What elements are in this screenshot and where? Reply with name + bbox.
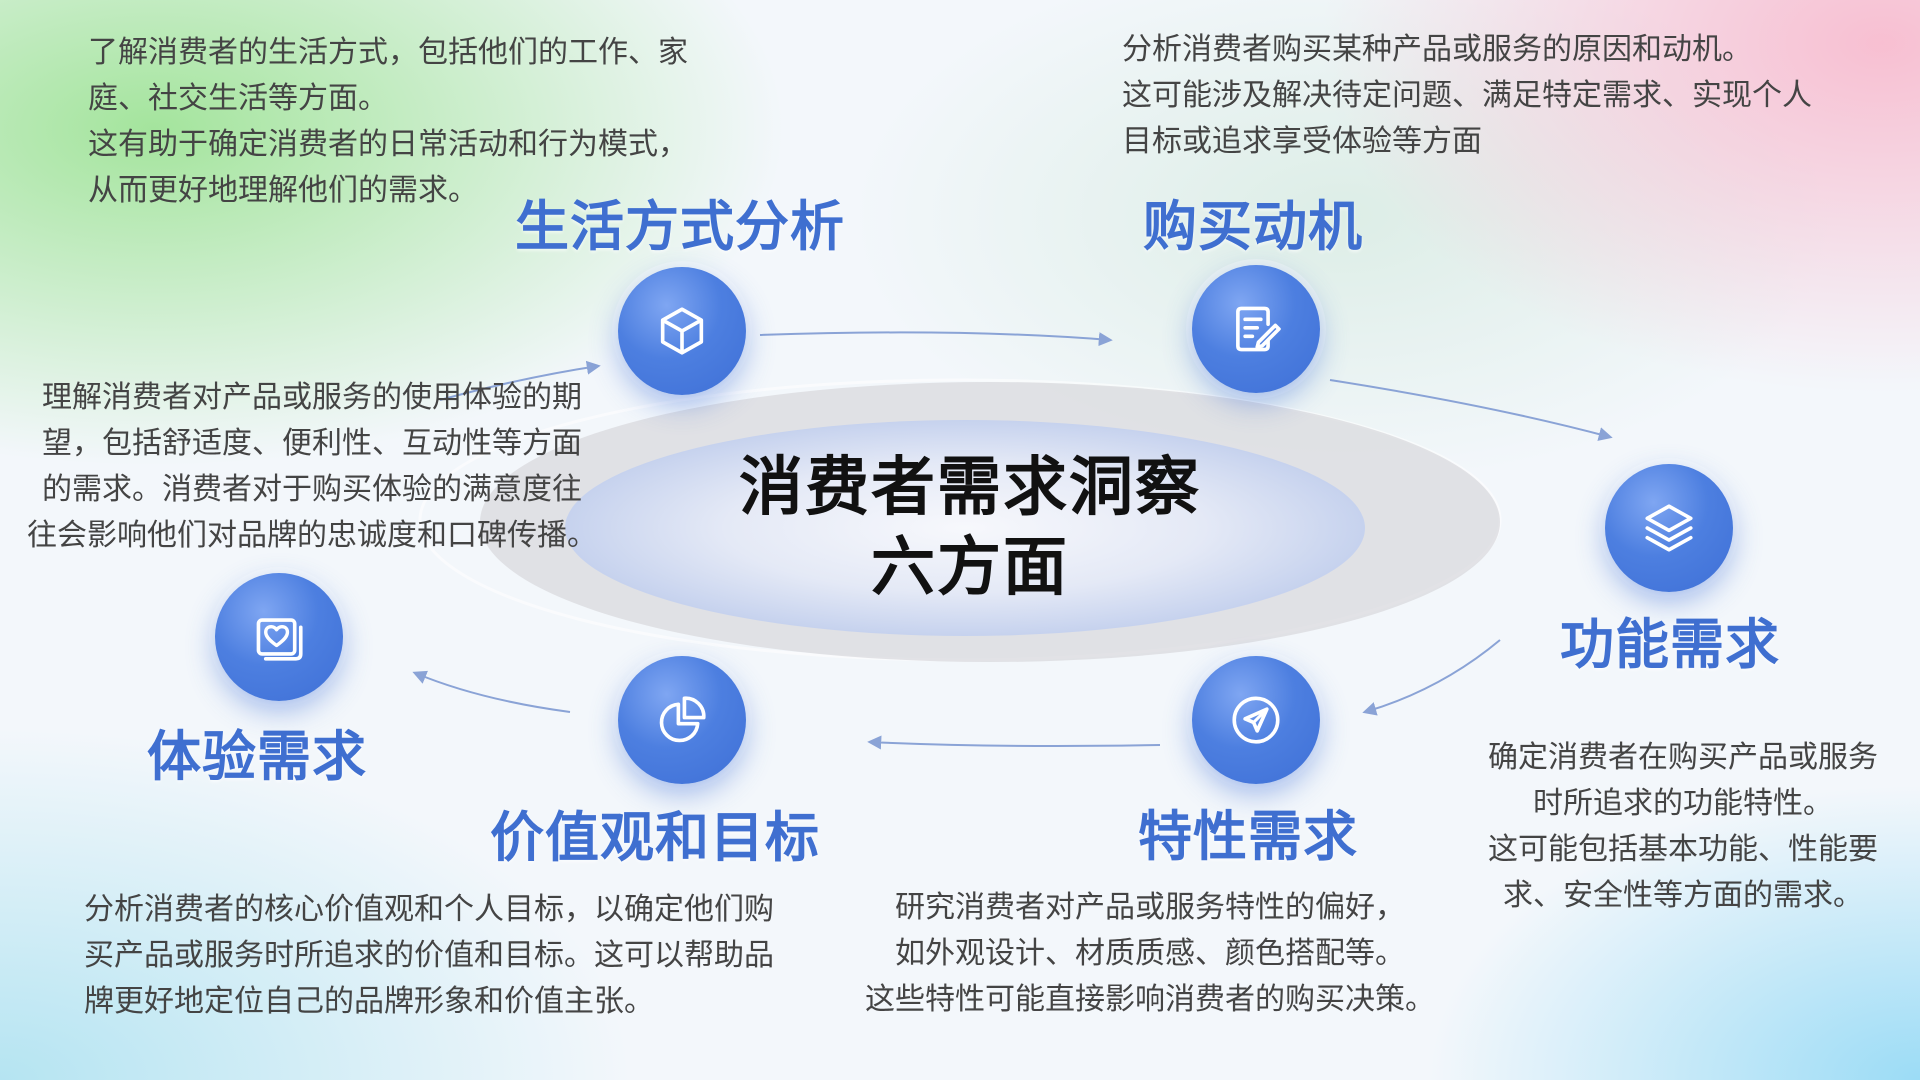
function-title: 功能需求	[1560, 613, 1780, 676]
inner-disc	[565, 420, 1365, 636]
function-desc-line: 求、安全性等方面的需求。	[1503, 878, 1863, 913]
arrow-left	[439, 360, 601, 401]
center-title-line1: 消费者需求洞察	[739, 451, 1201, 525]
function-desc-line: 这可能包括基本功能、性能要	[1488, 832, 1878, 867]
feature-title: 特性需求	[1138, 805, 1358, 868]
feature-desc-line: 如外观设计、材质质感、颜色搭配等。	[895, 936, 1405, 971]
lifestyle-node[interactable]	[618, 267, 746, 395]
experience-title: 体验需求	[147, 725, 367, 788]
arrow-top-right	[1329, 379, 1613, 441]
motivation-desc-line: 这可能涉及解决待定问题、满足特定需求、实现个人	[1122, 78, 1812, 113]
lifestyle-desc-line: 庭、社交生活等方面。	[88, 81, 388, 116]
values-desc-line: 买产品或服务时所追求的价值和目标。这可以帮助品	[84, 938, 774, 973]
center-title: 消费者需求洞察 六方面	[720, 448, 1220, 608]
motivation-desc-line: 目标或追求享受体验等方面	[1122, 124, 1482, 159]
values-description: 分析消费者的核心价值观和个人目标，以确定他们购 买产品或服务时所追求的价值和目标…	[84, 887, 774, 1025]
function-description: 确定消费者在购买产品或服务 时所追求的功能特性。 这可能包括基本功能、性能要 求…	[1468, 735, 1898, 919]
motivation-title: 购买动机	[1143, 195, 1363, 258]
center-title-line2: 六方面	[871, 531, 1069, 605]
lifestyle-desc-line: 这有助于确定消费者的日常活动和行为模式，	[88, 127, 688, 162]
experience-desc-line: 理解消费者对产品或服务的使用体验的期	[42, 380, 582, 415]
arrow-bottom-left	[412, 670, 571, 713]
function-desc-line: 确定消费者在购买产品或服务	[1488, 740, 1878, 775]
document-edit-icon	[1236, 306, 1281, 352]
motivation-node[interactable]	[1192, 265, 1320, 393]
arrow-top	[759, 331, 1113, 347]
arrow-bottom	[867, 735, 1161, 750]
lifestyle-description: 了解消费者的生活方式，包括他们的工作、家 庭、社交生活等方面。 这有助于确定消费…	[88, 30, 688, 214]
experience-node[interactable]	[215, 573, 343, 701]
pie-chart-icon	[659, 696, 706, 743]
motivation-description: 分析消费者购买某种产品或服务的原因和动机。 这可能涉及解决待定问题、满足特定需求…	[1122, 27, 1812, 165]
feature-node[interactable]	[1192, 656, 1320, 784]
function-desc-line: 时所追求的功能特性。	[1533, 786, 1833, 821]
heart-frame-icon	[256, 618, 303, 661]
layers-icon	[1645, 504, 1693, 552]
lifestyle-desc-line: 从而更好地理解他们的需求。	[88, 173, 478, 208]
feature-desc-line: 这些特性可能直接影响消费者的购买决策。	[865, 982, 1435, 1017]
arrow-right	[1362, 639, 1501, 716]
experience-desc-line: 的需求。消费者对于购买体验的满意度往	[42, 472, 582, 507]
feature-desc-line: 研究消费者对产品或服务特性的偏好，	[895, 890, 1405, 925]
values-desc-line: 牌更好地定位自己的品牌形象和价值主张。	[84, 984, 654, 1019]
values-title: 价值观和目标	[490, 806, 820, 869]
send-icon	[1232, 696, 1280, 744]
experience-desc-line: 往会影响他们对品牌的忠诚度和口碑传播。	[27, 518, 597, 553]
values-desc-line: 分析消费者的核心价值观和个人目标，以确定他们购	[84, 892, 774, 927]
feature-description: 研究消费者对产品或服务特性的偏好， 如外观设计、材质质感、颜色搭配等。 这些特性…	[845, 885, 1455, 1023]
function-node[interactable]	[1605, 464, 1733, 592]
lifestyle-title: 生活方式分析	[515, 195, 845, 258]
lifestyle-desc-line: 了解消费者的生活方式，包括他们的工作、家	[88, 35, 688, 70]
cube-icon	[660, 307, 704, 355]
experience-description: 理解消费者对产品或服务的使用体验的期 望，包括舒适度、便利性、互动性等方面 的需…	[12, 375, 612, 559]
values-node[interactable]	[618, 656, 746, 784]
motivation-desc-line: 分析消费者购买某种产品或服务的原因和动机。	[1122, 32, 1752, 67]
experience-desc-line: 望，包括舒适度、便利性、互动性等方面	[42, 426, 582, 461]
